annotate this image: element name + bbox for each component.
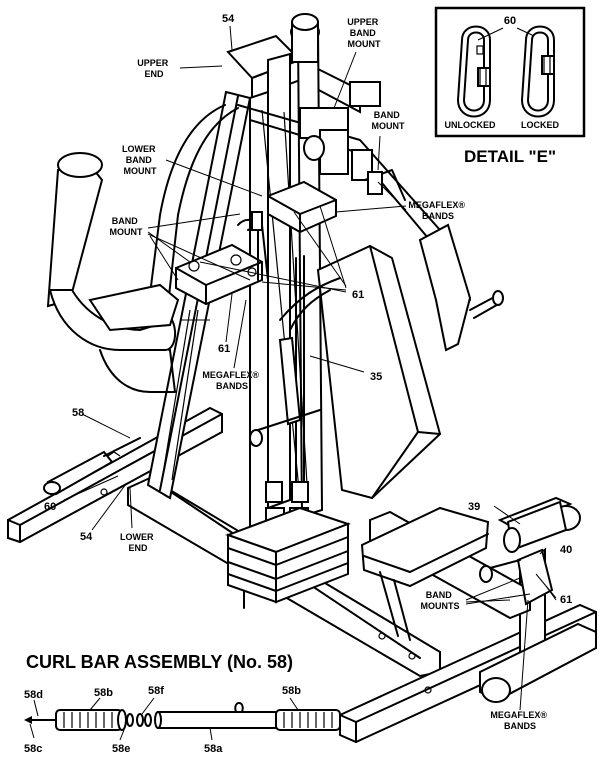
part-58a: 58a: [204, 743, 223, 755]
detail-e-labels: 60 UNLOCKED LOCKED DETAIL "E": [445, 15, 560, 166]
callout-40: 40: [560, 544, 572, 556]
label-megaflex-bands-center: MEGAFLEX® BANDS: [202, 370, 261, 391]
label-megaflex-bands-bottom: MEGAFLEX® BANDS: [490, 710, 549, 731]
part-58b-right: 58b: [282, 685, 301, 697]
callout-39: 39: [468, 501, 480, 513]
callout-61-center: 61: [352, 289, 364, 301]
back-pad: [316, 244, 442, 500]
label-band-mount-left: BAND MOUNT: [110, 216, 143, 237]
callout-61-left: 61: [218, 343, 230, 355]
label-megaflex-bands-right: MEGAFLEX® BANDS: [408, 200, 467, 221]
weight-stack: [225, 255, 351, 609]
callout-labels: 54 UPPER END UPPER BAND MOUNT BAND MOUNT…: [44, 13, 572, 731]
label-lower-band-mount: LOWER BAND MOUNT: [122, 144, 158, 176]
curl-bar-labels: CURL BAR ASSEMBLY (No. 58) 58d 58b 58f 5…: [24, 652, 301, 755]
label-upper-band-mount: UPPER BAND MOUNT: [347, 17, 381, 49]
detail-label-locked: LOCKED: [521, 120, 560, 130]
label-band-mounts: BAND MOUNTS: [421, 590, 460, 611]
callout-35: 35: [370, 371, 382, 383]
curl-bar-mounted: [43, 437, 141, 496]
callout-58: 58: [72, 407, 84, 419]
callout-60: 60: [44, 501, 56, 513]
part-58f: 58f: [148, 685, 164, 697]
detail-label-unlocked: UNLOCKED: [445, 120, 496, 130]
detail-title: DETAIL "E": [464, 147, 556, 166]
leg-extension: [479, 496, 597, 703]
callout-54-bottom: 54: [80, 531, 93, 543]
part-58c: 58c: [24, 743, 42, 755]
detail-e-box: [434, 6, 586, 138]
label-upper-end: UPPER END: [137, 58, 171, 79]
leg-roller: [46, 152, 180, 393]
part-58d: 58d: [24, 689, 43, 701]
callout-54-top: 54: [222, 13, 235, 25]
curl-bar-exploded: [24, 697, 341, 741]
label-band-mount-right: BAND MOUNT: [372, 110, 405, 131]
callout-61-right: 61: [560, 594, 572, 606]
part-58b-left: 58b: [94, 687, 113, 699]
leader-lines: [63, 25, 557, 711]
lower-band-mount-assembly: [175, 211, 269, 306]
detail-callout-60: 60: [504, 15, 516, 27]
curl-bar-title: CURL BAR ASSEMBLY (No. 58): [26, 652, 293, 672]
upper-band-mount-assembly: [267, 81, 406, 234]
seat: [360, 506, 490, 641]
label-lower-end: LOWER END: [120, 532, 156, 553]
part-58e: 58e: [112, 743, 130, 755]
